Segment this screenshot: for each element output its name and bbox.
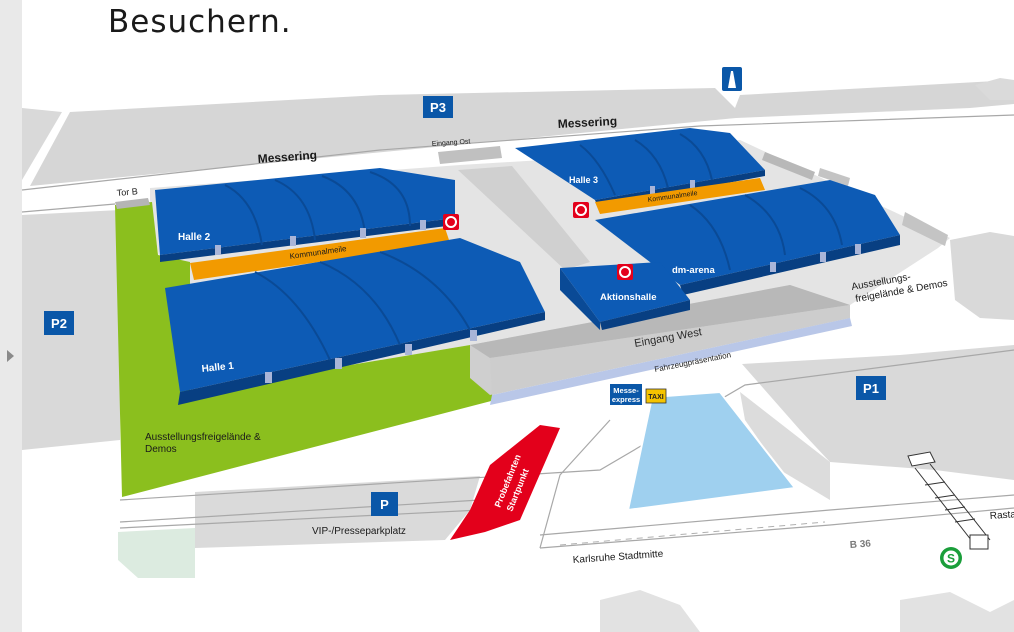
green-patch: [118, 528, 195, 578]
kommunalmeile-east: [595, 178, 765, 214]
road-label-messering: Messering: [257, 148, 317, 166]
hall-label-halle-1: Halle 1: [201, 361, 235, 375]
hall-2[interactable]: [155, 168, 455, 262]
road-label-b36: B 36: [849, 539, 871, 551]
chevron-left-icon[interactable]: [7, 350, 14, 362]
road-label-messering: Messering: [557, 114, 617, 131]
taxi-label: TAXI: [648, 394, 663, 401]
parking-p2-label: P2: [51, 316, 67, 331]
messe-express-line2: express: [612, 395, 640, 404]
area-label-freigelaende-west: Ausstellungsfreigelände &: [145, 432, 261, 443]
dm-arena[interactable]: [595, 180, 900, 295]
taxi-icon: TAXI: [645, 388, 667, 404]
parking-vip-badge[interactable]: P: [371, 492, 398, 516]
aktionshalle[interactable]: [560, 262, 690, 330]
parking-label-vip: VIP-/Presseparkplatz: [312, 526, 406, 537]
parking-vip-label: P: [380, 497, 389, 512]
test-drive-start-area[interactable]: [450, 425, 560, 540]
info-point-icon[interactable]: [573, 202, 589, 218]
side-panel: [0, 0, 22, 632]
parking-p3-label: P3: [430, 100, 446, 115]
hall-label-aktionshalle: Aktionshalle: [600, 292, 657, 303]
entrance-west-building: [470, 285, 852, 405]
parking-p1-badge[interactable]: P1: [856, 376, 886, 400]
motorway-icon: [722, 67, 742, 91]
hall-label-halle-2: Halle 2: [178, 232, 211, 243]
meadow-west: [115, 202, 495, 497]
sbahn-entrance: [907, 451, 991, 550]
info-point-icon[interactable]: [443, 214, 459, 230]
parking-p2-badge[interactable]: P2: [44, 311, 74, 335]
road-label-karlsruhe: Karlsruhe Stadtmitte: [572, 549, 664, 566]
pond: [626, 390, 797, 512]
hall-label-halle-3: Halle 3: [569, 175, 598, 185]
terrain: [22, 78, 1014, 632]
hall-label-dm-arena: dm-arena: [672, 265, 715, 276]
page-heading: Besuchern.: [108, 4, 292, 40]
sbahn-icon: [940, 547, 962, 569]
parking-p3-badge[interactable]: P3: [423, 96, 453, 118]
kommunalmeile-west: [190, 228, 450, 280]
road-label-rastatt: Rastatt: [989, 509, 1014, 522]
gate-label-tor-b: Tor B: [116, 186, 138, 198]
parking-p1-label: P1: [863, 381, 879, 396]
gate-label-eingang-ost: Eingang Ost: [432, 138, 471, 148]
area-label-freigelaende-west: Demos: [145, 444, 177, 455]
sbahn-label: S: [947, 552, 955, 566]
hall-1[interactable]: [165, 238, 545, 405]
messe-express-line1: Messe-: [613, 386, 639, 395]
info-point-icon[interactable]: [617, 264, 633, 280]
messe-express-sign: Messe- express: [610, 384, 642, 405]
